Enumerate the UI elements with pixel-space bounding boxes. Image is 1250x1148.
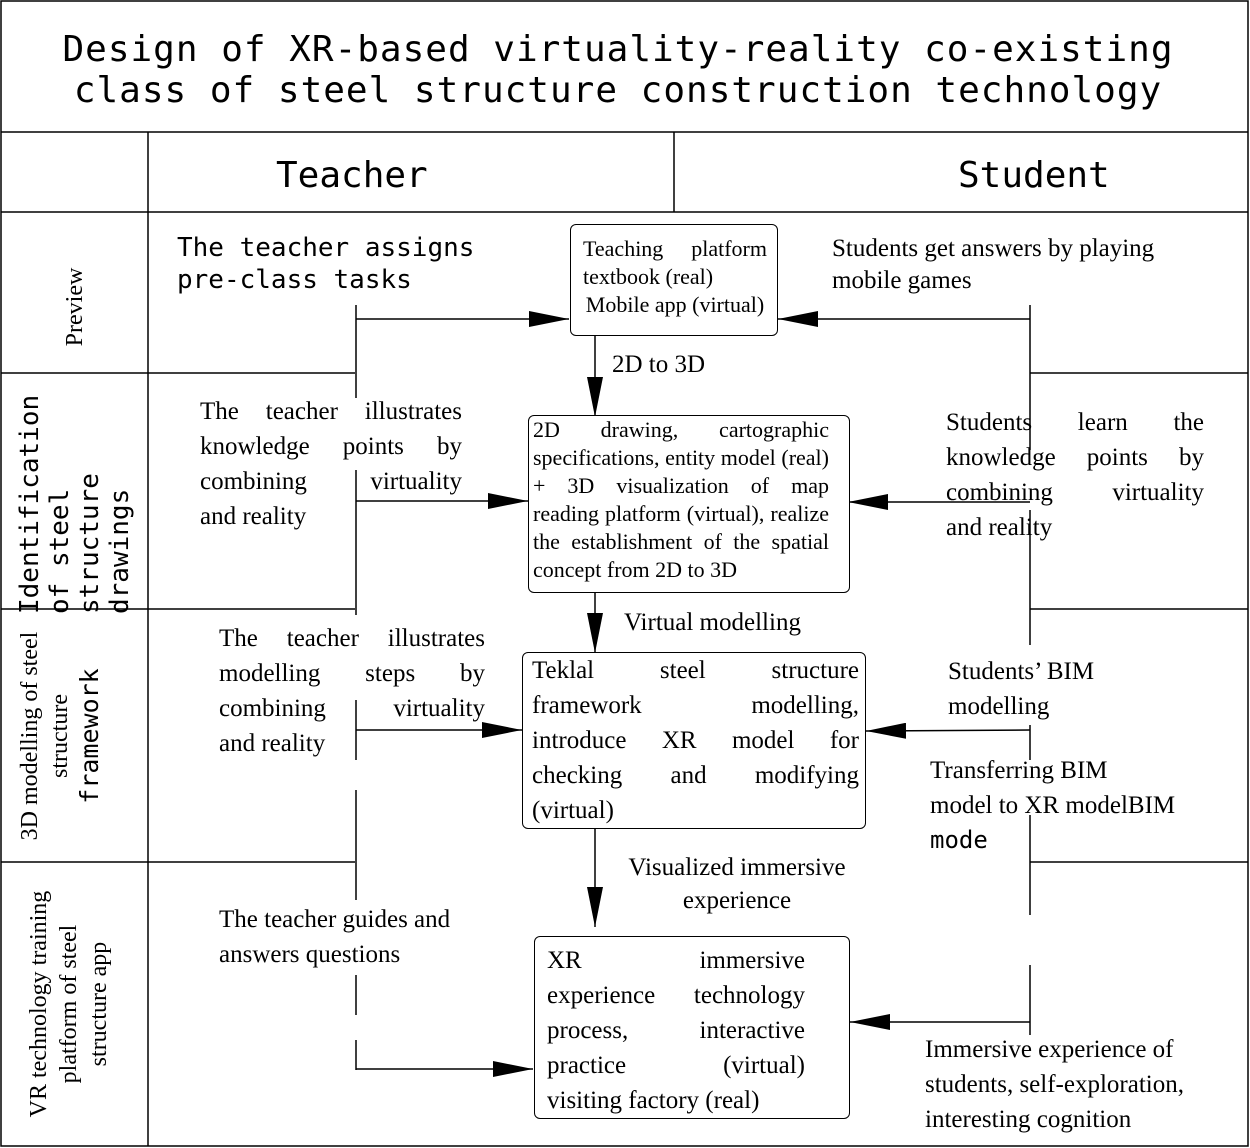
row-label-preview-text: Preview — [62, 267, 88, 347]
tekla-line: (virtual) — [532, 797, 614, 824]
row-label-modelling-line: framework — [75, 668, 104, 804]
teaching-platform-box: Teaching platform textbook (real) Mobile… — [570, 224, 778, 336]
student-modelling-text: Students’ BIM modelling — [948, 654, 1094, 724]
drawing-line: the establishment of the spatial — [533, 529, 829, 554]
teaching-platform-line: Mobile app (virtual) — [585, 292, 765, 317]
teacher-column-header: Teacher — [276, 155, 428, 196]
student-identification-line: Students learn the — [946, 409, 1204, 436]
student-identification-line: combining virtuality — [946, 479, 1204, 506]
row-label-modelling: 3D modelling of steel structure framewor… — [15, 611, 107, 861]
flow-label-visualized-line: experience — [682, 887, 792, 914]
row-label-vr-line: platform of steel — [56, 924, 82, 1084]
teacher-vr-line: answers questions — [219, 941, 401, 968]
tekla-line: introduce XR model for — [532, 727, 859, 754]
flow-label-visualized-line: Visualized immersive — [628, 854, 846, 881]
student-identification-line: and reality — [946, 514, 1053, 541]
student-preview-text: Students get answers by playing mobile g… — [832, 233, 1154, 297]
tekla-modelling-box: Teklal steel structure framework modelli… — [522, 652, 866, 829]
teacher-vr-line: The teacher guides and — [219, 906, 451, 933]
teaching-platform-line: Teaching platform — [583, 236, 767, 261]
student-column-header: Student — [958, 155, 1110, 196]
drawing-line: reading platform (virtual), realize — [533, 501, 829, 526]
row-label-identification-line: structure — [75, 473, 105, 614]
teacher-identification-line: The teacher illustrates — [200, 398, 462, 425]
title-line-1: Design of XR-based virtuality-reality co… — [62, 29, 1174, 70]
student-modelling-line: Students’ BIM — [948, 658, 1095, 685]
teaching-platform-line: textbook (real) — [583, 264, 714, 289]
student-vr-line: students, self-exploration, — [925, 1071, 1184, 1098]
student-transfer-line: mode — [930, 826, 988, 854]
xr-line: visiting factory (real) — [547, 1087, 760, 1114]
student-modelling-line: modelling — [948, 693, 1050, 720]
row-label-vr-line: VR technology training — [26, 890, 52, 1118]
student-identification-text: Students learn the knowledge points by c… — [946, 405, 1204, 545]
teacher-identification-text: The teacher illustrates knowledge points… — [200, 394, 462, 534]
drawing-line: + 3D visualization of map — [533, 473, 829, 498]
xr-line: experience technology — [547, 982, 805, 1009]
xr-immersive-box: XR immersive experience technology proce… — [534, 936, 850, 1119]
xr-line: process, interactive — [547, 1017, 805, 1044]
student-transfer-text: Transferring BIM model to XR modelBIM mo… — [930, 753, 1175, 858]
student-preview-line: Students get answers by playing — [832, 235, 1155, 262]
drawing-line: concept from 2D to 3D — [533, 557, 738, 582]
teacher-preview-line: The teacher assigns — [177, 233, 475, 263]
teacher-preview-line: pre-class tasks — [177, 265, 412, 295]
drawing-line: specifications, entity model (real) — [533, 445, 829, 470]
row-label-vr-line: structure app — [86, 941, 112, 1067]
row-label-identification-line: drawings — [105, 488, 135, 614]
tekla-line: framework modelling, — [532, 692, 859, 719]
row-label-identification-line: Identification — [15, 394, 45, 614]
row-label-identification-line: of steel — [45, 488, 75, 614]
student-transfer-line: Transferring BIM — [930, 757, 1108, 784]
student-identification-line: knowledge points by — [946, 444, 1204, 471]
row-label-modelling-line: structure — [47, 694, 73, 778]
teacher-identification-line: knowledge points by — [200, 433, 462, 460]
drawing-line: 2D drawing, cartographic — [533, 417, 829, 442]
teacher-modelling-line: The teacher illustrates — [219, 625, 485, 652]
drawing-box: 2D drawing, cartographic specifications,… — [528, 415, 850, 593]
teacher-modelling-line: modelling steps by — [219, 660, 485, 687]
student-vr-text: Immersive experience of students, self-e… — [925, 1032, 1184, 1137]
teacher-modelling-text: The teacher illustrates modelling steps … — [219, 621, 485, 761]
teacher-identification-line: and reality — [200, 503, 307, 530]
row-label-vr: VR technology training platform of steel… — [24, 864, 116, 1144]
teacher-modelling-line: combining virtuality — [219, 695, 485, 722]
student-transfer-line: model to XR modelBIM — [930, 792, 1176, 819]
flow-label-virtual-modelling: Virtual modelling — [624, 609, 801, 636]
teacher-vr-text: The teacher guides and answers questions — [219, 902, 450, 972]
row-label-modelling-line: 3D modelling of steel — [17, 631, 43, 841]
student-preview-line: mobile games — [832, 267, 972, 294]
tekla-line: checking and modifying — [532, 762, 859, 789]
flow-label-2d-to-3d: 2D to 3D — [612, 351, 706, 378]
teacher-identification-line: combining virtuality — [200, 468, 462, 495]
row-label-identification: Identification of steel structure drawin… — [15, 378, 135, 614]
student-vr-line: Immersive experience of — [925, 1036, 1174, 1063]
tekla-line: Teklal steel structure — [532, 657, 859, 684]
teacher-preview-text: The teacher assigns pre-class tasks — [177, 232, 474, 296]
flow-label-visualized: Visualized immersive experience — [612, 851, 862, 917]
xr-line: XR immersive — [547, 947, 805, 974]
row-label-preview: Preview — [60, 227, 90, 387]
title-line-2: class of steel structure construction te… — [73, 70, 1163, 111]
student-vr-line: interesting cognition — [925, 1106, 1132, 1133]
teacher-modelling-line: and reality — [219, 730, 326, 757]
xr-line: practice (virtual) — [547, 1052, 805, 1079]
